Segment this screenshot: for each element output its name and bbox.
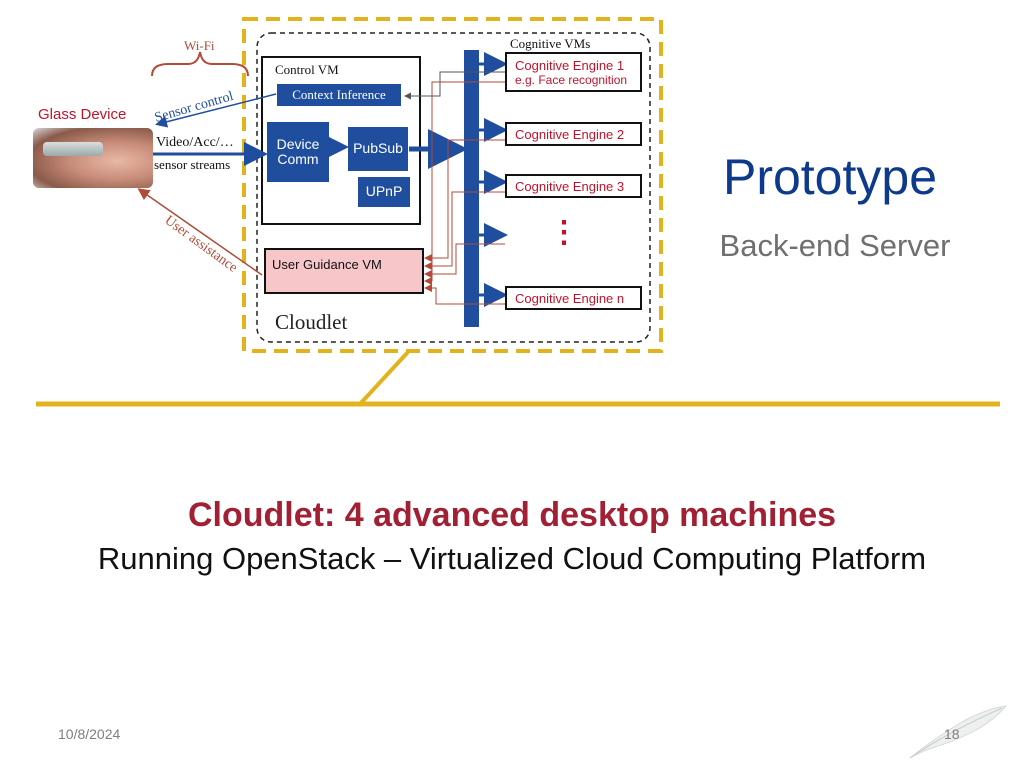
sensor-streams-label: sensor streams [154, 157, 231, 172]
engine-2-label: Cognitive Engine 2 [515, 126, 625, 142]
feather-icon [909, 705, 1008, 759]
pubsub-box: PubSub [348, 127, 408, 171]
glasses-icon [43, 142, 103, 156]
bus-bar [464, 50, 479, 327]
user-guidance-label: User Guidance VM [272, 257, 382, 272]
engine-1-sub: e.g. Face recognition [515, 72, 628, 87]
engine-n-label: Cognitive Engine n [515, 290, 625, 306]
slide-subtitle: Back-end Server [719, 228, 951, 263]
user-assistance-label: User assistance [162, 213, 240, 276]
content-heading: Cloudlet: 4 advanced desktop machines [187, 496, 837, 534]
upnp-box: UPnP [358, 177, 410, 207]
slide-title: Prototype [722, 149, 937, 205]
outer-frame [242, 17, 663, 353]
wifi-brace [151, 51, 249, 77]
cognitive-engine-1: Cognitive Engine 1 e.g. Face recognition [505, 52, 642, 92]
cognitive-vms-label: Cognitive VMs [510, 36, 591, 51]
engine-ellipsis: ⋮ [549, 216, 579, 249]
cloudlet-label: Cloudlet [275, 310, 348, 334]
engine-3-label: Cognitive Engine 3 [515, 178, 625, 194]
context-inference-box: Context Inference [277, 84, 401, 106]
glass-device-image [33, 128, 153, 188]
connector-line [358, 350, 410, 406]
footer-date: 10/8/2024 [58, 726, 121, 742]
cloudlet-boundary [256, 32, 651, 343]
wifi-label: Wi-Fi [184, 38, 215, 53]
cognitive-engine-2: Cognitive Engine 2 [505, 122, 642, 146]
video-label: Video/Acc/… [156, 135, 234, 150]
engine-1-label: Cognitive Engine 1 [515, 57, 625, 73]
control-vm-label: Control VM [275, 62, 339, 77]
user-guidance-box: User Guidance VM [264, 248, 424, 294]
content-subheading: Running OpenStack – Virtualized Cloud Co… [97, 541, 927, 576]
glass-device-label: Glass Device [38, 106, 127, 123]
cognitive-engine-n: Cognitive Engine n [505, 286, 642, 310]
footer-page-number: 18 [944, 726, 960, 742]
cognitive-engine-3: Cognitive Engine 3 [505, 174, 642, 198]
device-comm-box: Device Comm [267, 122, 329, 182]
